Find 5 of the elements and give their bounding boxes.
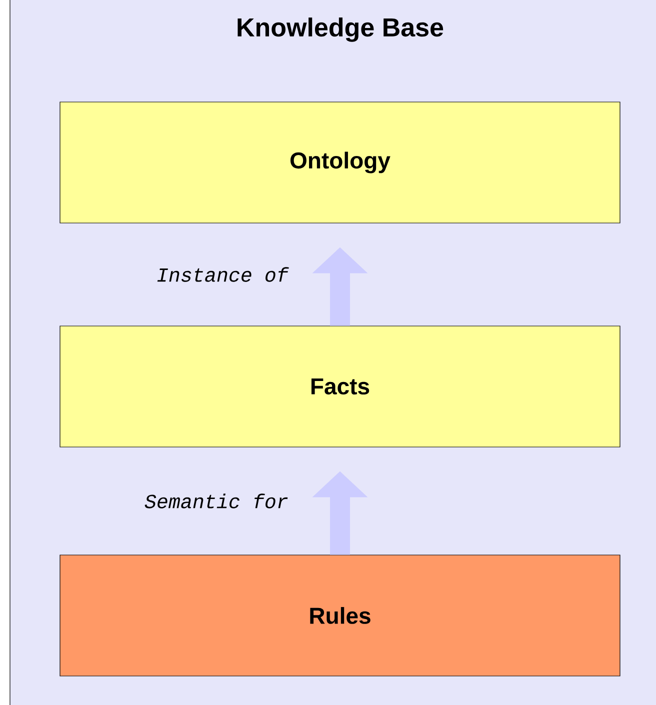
edge-label: Instance of: [157, 267, 289, 282]
edge-label: Semantic for: [144, 494, 288, 508]
layer-box: Facts: [60, 326, 620, 448]
layer-box: Ontology: [60, 102, 620, 224]
layer-box: Rules: [60, 554, 620, 676]
